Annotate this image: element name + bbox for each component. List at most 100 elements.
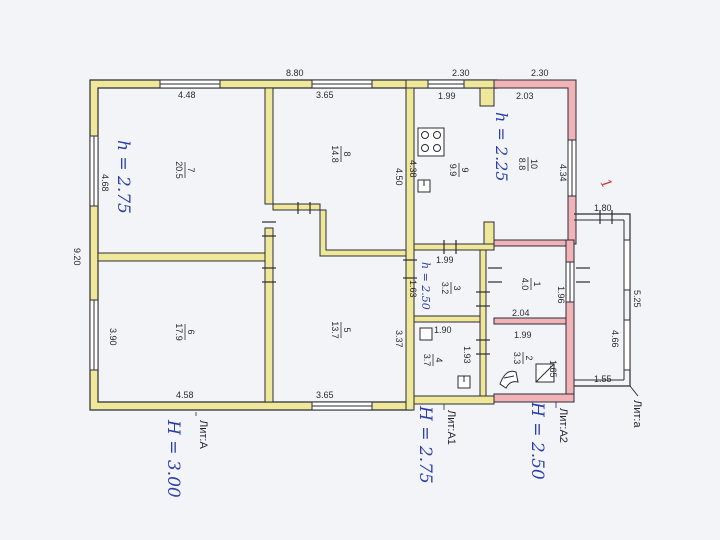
- room-5: 5 13.7: [330, 321, 352, 339]
- dim-r1-bottom: 2.04: [512, 308, 530, 318]
- svg-text:4: 4: [434, 357, 444, 362]
- room-3: 3 3.2: [440, 282, 462, 295]
- note-h-lit-a: H = 3.00: [163, 419, 183, 498]
- svg-text:3.7: 3.7: [422, 354, 432, 367]
- dim-a1-top: 2.30: [452, 68, 470, 78]
- window-icon: [311, 79, 373, 89]
- room-1: 1 4.0: [520, 278, 542, 291]
- dim-r1-side: 1.96: [556, 286, 566, 304]
- walls-lit-a2: [493, 79, 577, 403]
- label-lit-a1: Лит:А1: [445, 410, 457, 445]
- room-labels: 7 20.5 8 14.8 6 17.9 5 13.7 9 9.9 10 8.8: [174, 145, 542, 366]
- dim-ext-width: 1.80: [594, 203, 612, 213]
- dim-ext-side: 4.66: [610, 330, 620, 348]
- dim-r2-side: 1.65: [548, 360, 558, 378]
- stair-icon: [499, 370, 519, 389]
- svg-text:2: 2: [524, 355, 534, 360]
- dim-r7-top: 4.48: [178, 90, 196, 100]
- window-icon: [565, 261, 575, 303]
- dim-r5-bottom: 3.65: [316, 390, 334, 400]
- dim-r6-side: 3.90: [108, 328, 118, 346]
- chimney-icon: [457, 375, 471, 389]
- dim-ext-bottom: 1.55: [594, 374, 612, 384]
- window-icon: [89, 299, 99, 371]
- label-lit-a-small: Лит:а: [631, 400, 643, 428]
- room-10: 10 8.8: [517, 157, 539, 171]
- note-h-lit-a2: H = 2.50: [527, 401, 547, 480]
- dim-r4-side: 1.93: [462, 346, 472, 364]
- window-icon: [159, 79, 221, 89]
- dimensions: 8.80 9.20 2.30 2.30 1.80 5.25 4.48 4.68 …: [72, 68, 642, 400]
- note-h-room7: h = 2.75: [113, 140, 133, 214]
- svg-text:7: 7: [186, 167, 196, 172]
- dim-r9-top: 1.99: [438, 91, 456, 101]
- chimney-icon: [417, 179, 431, 193]
- window-icon: [567, 139, 577, 197]
- door-icon: [262, 267, 276, 283]
- svg-text:13.7: 13.7: [330, 321, 340, 339]
- svg-text:9.9: 9.9: [448, 164, 458, 177]
- label-lit-a2: Лит:А2: [557, 408, 569, 443]
- svg-text:14.8: 14.8: [330, 145, 340, 163]
- dim-r6-bottom: 4.58: [176, 390, 194, 400]
- room-7: 7 20.5: [174, 161, 196, 179]
- door-icon: [443, 240, 457, 254]
- dim-r10-top: 2.03: [516, 91, 534, 101]
- window-icon: [623, 319, 631, 371]
- dim-r8-side: 4.50: [394, 168, 404, 186]
- svg-text:17.9: 17.9: [174, 323, 184, 341]
- doors: [262, 202, 613, 355]
- room-2: 2 3.3: [512, 352, 534, 365]
- dim-ext-height: 5.25: [632, 290, 642, 308]
- window-icon: [623, 239, 631, 291]
- svg-text:3.3: 3.3: [512, 352, 522, 365]
- note-h-room3: h = 2.50: [419, 262, 432, 310]
- svg-text:20.5: 20.5: [174, 161, 184, 179]
- label-lit-a: Лит:А: [197, 420, 209, 449]
- svg-text:3.2: 3.2: [440, 282, 450, 295]
- section-labels: Лит:А Лит:А1 Лит:А2 Лит:а: [197, 400, 643, 449]
- dim-r2-top: 1.99: [514, 330, 532, 340]
- window-icon: [311, 401, 373, 411]
- room-9: 9 9.9: [448, 163, 470, 177]
- svg-text:5: 5: [342, 327, 352, 332]
- window-icon: [427, 79, 465, 89]
- chimney-icon: [419, 327, 433, 341]
- stove-icon: [417, 127, 445, 157]
- dim-r9-side: 4.38: [408, 160, 418, 178]
- note-h-room9: h = 2.25: [492, 112, 511, 182]
- door-icon: [403, 259, 417, 279]
- dim-r7-side: 4.68: [100, 174, 110, 192]
- door-icon: [297, 202, 311, 214]
- svg-text:3: 3: [452, 285, 462, 290]
- svg-text:1: 1: [532, 281, 542, 286]
- door-icon: [262, 221, 276, 237]
- room-6: 6 17.9: [174, 323, 196, 341]
- dim-r5-side: 3.37: [394, 330, 404, 348]
- svg-text:8.8: 8.8: [517, 158, 527, 171]
- dim-r3-side: 1.63: [408, 280, 418, 298]
- chimney-icon: [535, 363, 555, 383]
- svg-text:6: 6: [186, 329, 196, 334]
- room-8: 8 14.8: [330, 145, 352, 163]
- dim-r8-top: 3.65: [316, 90, 334, 100]
- handwritten-notes: h = 2.75 h = 2.25 h = 2.50 H = 3.00 H = …: [113, 112, 615, 498]
- dim-r3-top: 1.99: [436, 255, 454, 265]
- dim-r10-side: 4.34: [558, 164, 568, 182]
- label-leaders: [195, 402, 557, 416]
- dim-overall-left: 9.20: [72, 248, 82, 266]
- door-icon: [476, 339, 490, 355]
- door-icon: [599, 210, 613, 224]
- dim-r4-top: 1.90: [434, 325, 452, 335]
- door-icon: [476, 291, 490, 307]
- room-4: 4 3.7: [422, 354, 444, 367]
- door-icon: [488, 267, 502, 283]
- svg-text:8: 8: [342, 151, 352, 156]
- dim-a2-top: 2.30: [531, 68, 549, 78]
- svg-text:10: 10: [529, 159, 539, 169]
- svg-text:9: 9: [460, 167, 470, 172]
- window-icon: [89, 135, 99, 207]
